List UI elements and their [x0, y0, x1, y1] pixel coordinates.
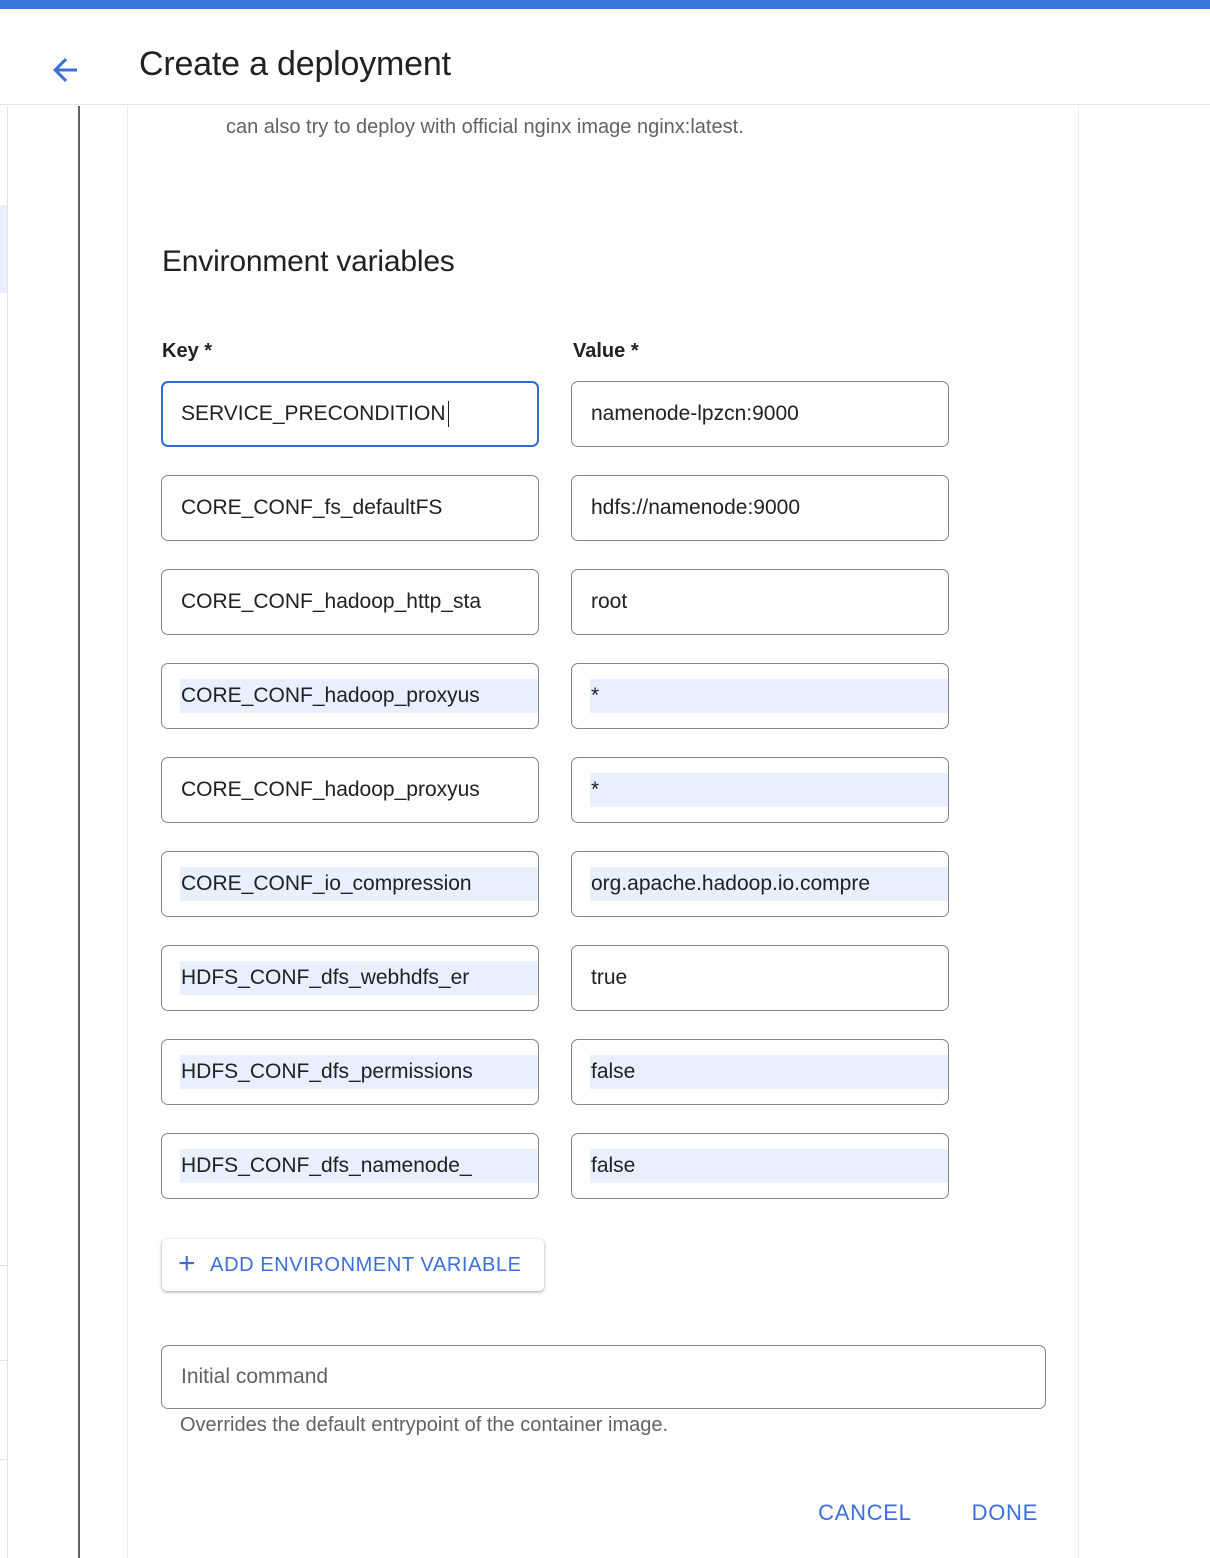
right-rail-divider	[1078, 106, 1079, 1558]
env-value-value: root	[591, 590, 628, 613]
env-key-value: HDFS_CONF_dfs_webhdfs_er	[180, 961, 538, 995]
left-rail-divider-3	[127, 106, 128, 1558]
sidebar-separator-2	[0, 1360, 7, 1361]
env-key-value: CORE_CONF_fs_defaultFS	[181, 496, 443, 519]
env-key-value: SERVICE_PRECONDITION	[181, 402, 446, 425]
column-header-value: Value *	[573, 340, 639, 362]
env-value-input[interactable]: false	[571, 1133, 949, 1199]
env-value-value: hdfs://namenode:9000	[591, 496, 800, 519]
sidebar-selected-highlight	[0, 205, 7, 293]
environment-variable-row: HDFS_CONF_dfs_permissions false	[128, 1039, 1078, 1133]
env-value-input[interactable]: namenode-lpzcn:9000	[571, 381, 949, 447]
env-key-input[interactable]: HDFS_CONF_dfs_namenode_	[161, 1133, 539, 1199]
arrow-back-icon	[47, 52, 83, 88]
env-value-value: false	[590, 1055, 948, 1089]
env-key-input[interactable]: HDFS_CONF_dfs_permissions	[161, 1039, 539, 1105]
environment-variable-row: CORE_CONF_hadoop_proxyus *	[128, 757, 1078, 851]
dialog-body: can also try to deploy with official ngi…	[128, 106, 1078, 1558]
environment-variable-row: CORE_CONF_hadoop_http_sta root	[128, 569, 1078, 663]
section-title-environment-variables: Environment variables	[162, 245, 455, 278]
env-value-value: false	[590, 1149, 948, 1183]
dialog-header: Create a deployment	[0, 9, 1210, 105]
env-value-value: namenode-lpzcn:9000	[591, 402, 799, 425]
env-key-value: HDFS_CONF_dfs_permissions	[180, 1055, 538, 1089]
env-key-value: CORE_CONF_io_compression	[180, 867, 538, 901]
left-rail-divider-2	[78, 106, 80, 1558]
sidebar-separator-1	[0, 1265, 7, 1266]
column-header-key: Key *	[162, 340, 213, 362]
dialog-footer: CANCEL DONE	[128, 1468, 1078, 1558]
env-value-input[interactable]: *	[571, 663, 949, 729]
env-key-input[interactable]: CORE_CONF_hadoop_proxyus	[161, 663, 539, 729]
env-key-value: CORE_CONF_hadoop_proxyus	[180, 679, 538, 713]
environment-variable-row: HDFS_CONF_dfs_namenode_ false	[128, 1133, 1078, 1227]
env-value-input[interactable]: *	[571, 757, 949, 823]
env-value-input[interactable]: root	[571, 569, 949, 635]
env-value-value: org.apache.hadoop.io.compre	[590, 867, 948, 901]
env-value-input[interactable]: true	[571, 945, 949, 1011]
plus-icon: +	[178, 1247, 197, 1280]
env-key-input[interactable]: CORE_CONF_fs_defaultFS	[161, 475, 539, 541]
env-key-input[interactable]: CORE_CONF_io_compression	[161, 851, 539, 917]
env-key-input[interactable]: CORE_CONF_hadoop_http_sta	[161, 569, 539, 635]
add-environment-variable-label: ADD ENVIRONMENT VARIABLE	[210, 1253, 522, 1276]
environment-variable-row: HDFS_CONF_dfs_webhdfs_er true	[128, 945, 1078, 1039]
sidebar-separator-3	[0, 1459, 7, 1460]
env-key-value: CORE_CONF_hadoop_http_sta	[181, 590, 481, 613]
env-key-input[interactable]: CORE_CONF_hadoop_proxyus	[161, 757, 539, 823]
add-environment-variable-button[interactable]: + ADD ENVIRONMENT VARIABLE	[162, 1239, 544, 1291]
initial-command-input[interactable]: Initial command	[161, 1345, 1046, 1409]
initial-command-hint: Overrides the default entrypoint of the …	[180, 1414, 669, 1436]
back-button[interactable]	[38, 43, 92, 97]
env-value-input[interactable]: org.apache.hadoop.io.compre	[571, 851, 949, 917]
environment-variable-row: CORE_CONF_io_compression org.apache.hadoo…	[128, 851, 1078, 945]
env-key-input[interactable]: SERVICE_PRECONDITION	[161, 381, 539, 447]
app-top-bar	[0, 0, 1210, 9]
text-caret	[447, 401, 449, 427]
env-value-value: true	[591, 966, 628, 989]
left-rail-divider-1	[7, 106, 8, 1558]
environment-variable-row: CORE_CONF_fs_defaultFS hdfs://namenode:90…	[128, 475, 1078, 569]
environment-variable-row: SERVICE_PRECONDITION namenode-lpzcn:9000	[128, 381, 1078, 475]
env-key-value: CORE_CONF_hadoop_proxyus	[181, 778, 480, 801]
env-value-input[interactable]: false	[571, 1039, 949, 1105]
page-title: Create a deployment	[139, 45, 451, 83]
cancel-button[interactable]: CANCEL	[814, 1492, 915, 1534]
env-value-value: *	[590, 679, 948, 713]
env-value-value: *	[590, 773, 948, 807]
env-value-input[interactable]: hdfs://namenode:9000	[571, 475, 949, 541]
intro-description: can also try to deploy with official ngi…	[226, 116, 744, 138]
initial-command-placeholder: Initial command	[181, 1365, 329, 1388]
env-key-input[interactable]: HDFS_CONF_dfs_webhdfs_er	[161, 945, 539, 1011]
done-button[interactable]: DONE	[968, 1492, 1042, 1534]
env-key-value: HDFS_CONF_dfs_namenode_	[180, 1149, 538, 1183]
environment-variable-row: CORE_CONF_hadoop_proxyus *	[128, 663, 1078, 757]
